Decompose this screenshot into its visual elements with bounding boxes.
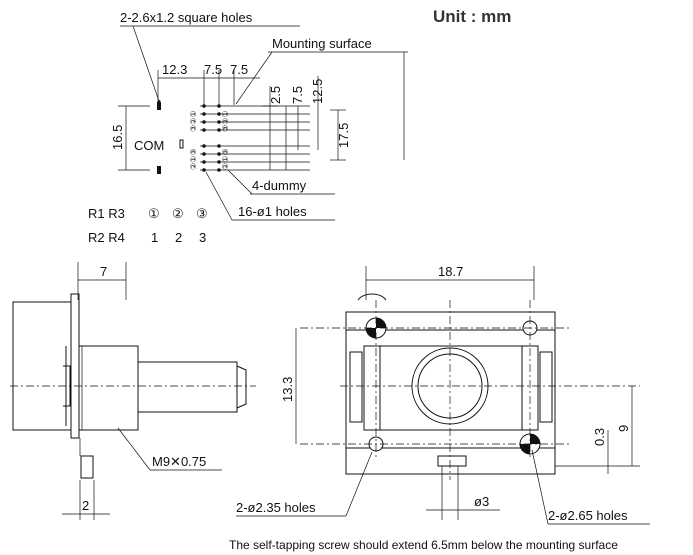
dim-7-5-v: 7.5 — [290, 86, 305, 104]
front-view: 18.7 — [236, 264, 650, 525]
pin-table-row2-v3: 3 — [199, 230, 206, 245]
dim-2: 2 — [82, 498, 89, 513]
thread-label: M9✕0.75 — [152, 454, 206, 469]
holes-2-35-label: 2-ø2.35 holes — [236, 500, 316, 515]
dim-7: 7 — [100, 264, 107, 279]
pin-table-row1-label: R1 R3 — [88, 206, 125, 221]
dim-12-3: 12.3 — [162, 62, 187, 77]
dim-12-5: 12.5 — [310, 79, 325, 104]
pin-table-row1-v3: ③ — [196, 206, 208, 221]
pin-table-row1-v1: ① — [148, 206, 160, 221]
dim-13-3: 13.3 — [280, 377, 295, 402]
com-label: COM — [134, 138, 164, 153]
dim-phi3: ø3 — [474, 494, 489, 509]
pin-grid — [200, 105, 310, 171]
dim-0-3: 0.3 — [592, 428, 607, 446]
holes-16-label: 16-ø1 holes — [238, 204, 307, 219]
square-holes-label: 2-2.6x1.2 square holes — [120, 10, 253, 25]
dim-16-5: 16.5 — [110, 125, 125, 150]
dim-7-5-b: 7.5 — [230, 62, 248, 77]
holes-2-65-label: 2-ø2.65 holes — [548, 508, 628, 523]
pin-numbers-top: ③②① — [189, 110, 198, 132]
pin-table-row2-v2: 2 — [175, 230, 182, 245]
pin-table: R1 R3 ① ② ③ R2 R4 1 2 3 — [88, 206, 208, 245]
pin-numbers-bottom: ②①③ — [189, 148, 198, 170]
unit-label: Unit : mm — [433, 7, 511, 26]
mounting-surface-label: Mounting surface — [272, 36, 372, 51]
pin-table-row1-v2: ② — [172, 206, 184, 221]
pin-holes — [157, 102, 221, 174]
pin-table-row2-v1: 1 — [151, 230, 158, 245]
dummy-label: 4-dummy — [252, 178, 307, 193]
pcb-layout: 2-2.6x1.2 square holes Mounting surface … — [110, 10, 408, 221]
side-view: 7 M9✕0.75 2 — [10, 262, 256, 520]
footnote: The self-tapping screw should extend 6.5… — [229, 538, 618, 552]
dim-2-5: 2.5 — [268, 86, 283, 104]
dim-17-5: 17.5 — [336, 123, 351, 148]
dim-9: 9 — [616, 425, 631, 432]
pin-table-row2-label: R2 R4 — [88, 230, 125, 245]
pin-numbers-bottom2: ②①③ — [221, 148, 230, 170]
dim-7-5-a: 7.5 — [204, 62, 222, 77]
pin-numbers-top2: ③②① — [221, 110, 230, 132]
dim-18-7: 18.7 — [438, 264, 463, 279]
